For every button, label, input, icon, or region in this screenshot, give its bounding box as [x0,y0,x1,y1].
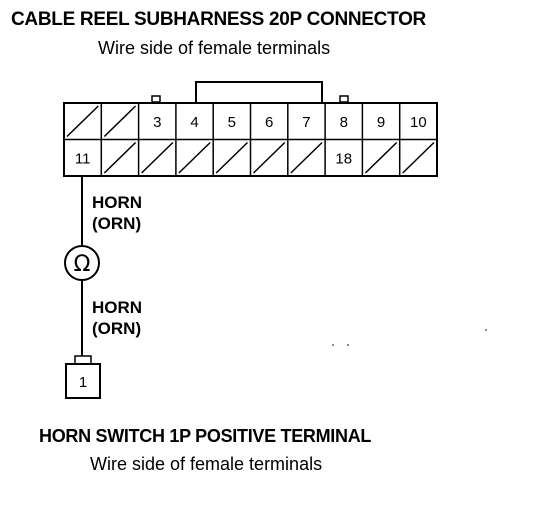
unused-terminal-mark [103,141,137,174]
unused-terminal-mark [402,141,435,174]
terminal-8: 8 [340,114,348,131]
stray-dot [332,344,334,346]
unused-terminal-mark [103,105,137,138]
unused-terminal-mark [252,141,286,174]
wire-label-lower: HORN (ORN) [92,297,142,339]
terminal-10: 10 [410,114,427,131]
terminal-6: 6 [265,114,273,131]
terminal-18: 18 [335,150,352,167]
unused-terminal-mark [364,141,398,174]
terminal-9: 9 [377,114,385,131]
terminal-3: 3 [153,114,161,131]
wire-label-upper-color: (ORN) [92,214,142,233]
connector-latch-tab [195,81,323,102]
connector-20p-grid [64,103,437,176]
switch-subtitle: Wire side of female terminals [90,454,323,474]
connector-subtitle: Wire side of female terminals [98,38,331,58]
wire-label-upper-name: HORN [92,193,143,212]
terminal-4: 4 [190,114,198,131]
horn-symbol: Ω [74,252,91,277]
connector-1p-body [65,363,101,399]
unused-terminal-mark [66,105,99,138]
unused-terminal-mark [141,141,174,174]
connector-key-right [339,95,349,103]
stray-dot [485,329,487,331]
wire-label-lower-color: (ORN) [92,319,142,338]
unused-terminal-mark [178,141,211,174]
terminal-7: 7 [302,114,310,131]
unused-terminal-mark [290,141,323,174]
connector-title: CABLE REEL SUBHARNESS 20P CONNECTOR [11,9,426,30]
wire-label-upper: HORN (ORN) [92,192,142,234]
unused-terminal-mark [215,141,249,174]
connector-key-left [151,95,161,103]
connector-20p-pins: 3 4 5 6 7 8 9 10 11 18 [75,114,427,168]
connector-1p-lock [74,355,92,365]
connector-1p-pin: 1 [79,374,87,391]
stray-dot [347,344,349,346]
switch-title: HORN SWITCH 1P POSITIVE TERMINAL [39,426,372,446]
wire-label-lower-name: HORN [92,298,143,317]
terminal-5: 5 [228,114,236,131]
terminal-11: 11 [75,150,91,167]
